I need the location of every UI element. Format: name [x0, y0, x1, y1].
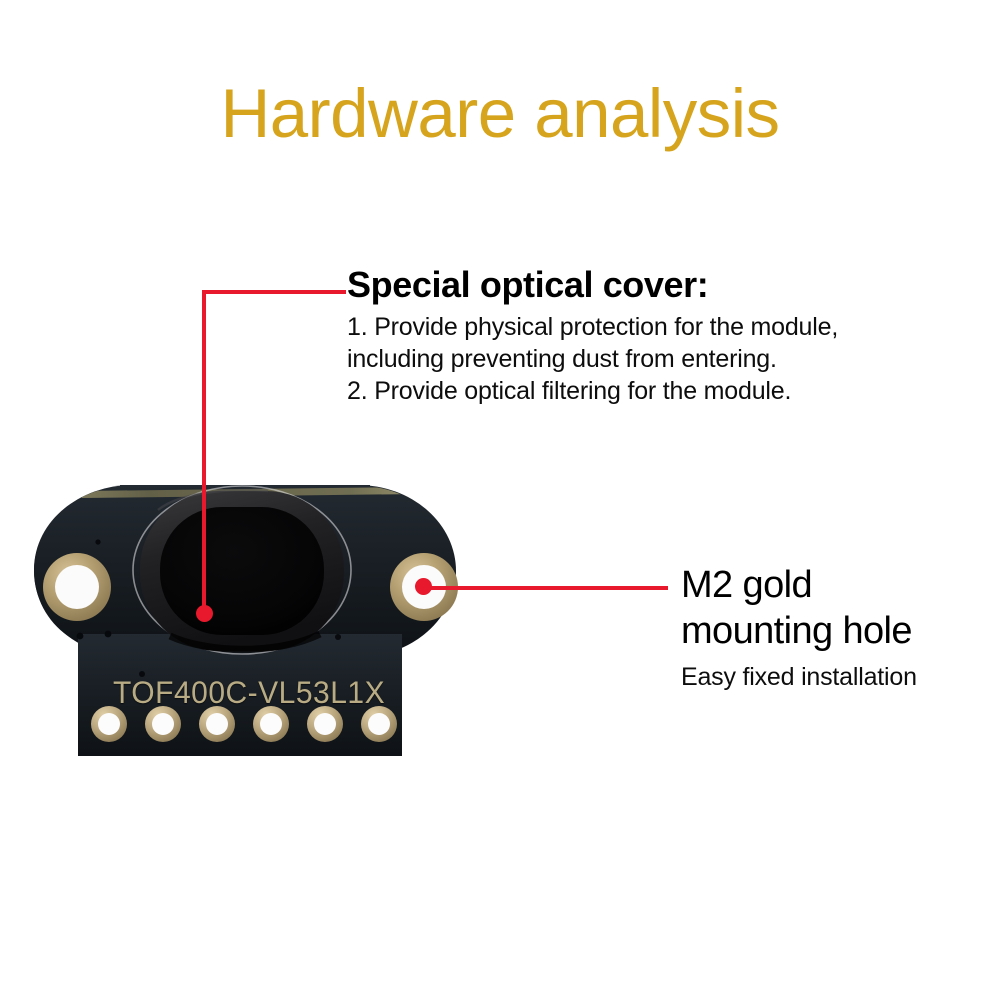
leader-dot-mounting-hole: [415, 578, 432, 595]
callout-optical-line-1: 1. Provide physical protection for the m…: [347, 313, 839, 341]
pin-pad: [199, 706, 235, 742]
leader-dot-optical: [196, 605, 213, 622]
callout-optical-line-2: including preventing dust from entering.: [347, 345, 777, 373]
page-title: Hardware analysis: [220, 75, 780, 152]
pin-pad-row: [91, 706, 397, 742]
lens-silk-outline: [132, 485, 352, 655]
callout-optical-line-3: 2. Provide optical filtering for the mod…: [347, 377, 792, 405]
optical-cover-lens: [160, 507, 324, 635]
pcb-vias: [76, 539, 341, 677]
pin-pad: [91, 706, 127, 742]
callout-mount-headline-line-1: M2 gold: [681, 564, 813, 606]
callout-mount-subline: Easy fixed installation: [681, 663, 917, 691]
callout-optical-cover: Special optical cover: 1. Provide physic…: [347, 263, 922, 407]
callout-mounting-hole: M2 gold mounting hole Easy fixed install…: [681, 562, 917, 694]
left-mounting-hole: [43, 553, 111, 621]
pin-pad: [361, 706, 397, 742]
callout-mount-headline-line-2: mounting hole: [681, 610, 913, 652]
leader-line-optical-vertical: [202, 290, 206, 615]
leader-line-mounting-hole: [420, 586, 668, 590]
callout-optical-headline: Special optical cover:: [347, 264, 709, 305]
pin-pad: [145, 706, 181, 742]
pin-pad: [307, 706, 343, 742]
leader-line-optical-horizontal: [204, 290, 346, 294]
pin-pad: [253, 706, 289, 742]
pcb-board-image: [20, 474, 460, 760]
pcb-silkscreen-label: TOF400C-VL53L1X: [113, 675, 386, 711]
